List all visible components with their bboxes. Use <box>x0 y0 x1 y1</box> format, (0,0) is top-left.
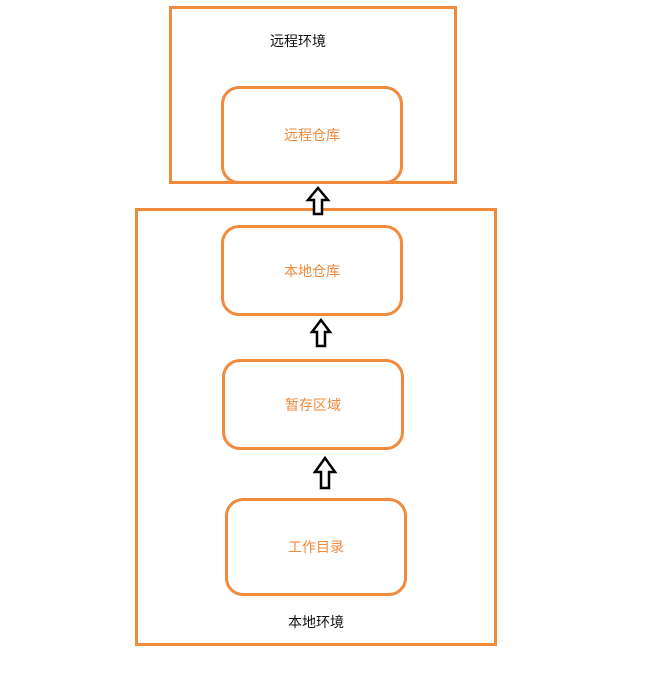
up-arrow-icon <box>305 186 331 216</box>
local-repository-node: 本地仓库 <box>221 225 403 316</box>
up-arrow-icon <box>312 455 338 490</box>
remote-environment-label: 远程环境 <box>270 34 326 50</box>
local-repository-label: 本地仓库 <box>284 263 340 280</box>
staging-area-label: 暂存区域 <box>285 397 341 414</box>
up-arrow-icon <box>309 317 333 348</box>
remote-repository-label: 远程仓库 <box>284 128 340 144</box>
staging-area-node: 暂存区域 <box>222 359 404 450</box>
working-directory-label: 工作目录 <box>288 540 344 556</box>
remote-repository-node: 远程仓库 <box>221 86 403 184</box>
working-directory-node: 工作目录 <box>225 498 407 596</box>
local-environment-label: 本地环境 <box>288 615 344 631</box>
